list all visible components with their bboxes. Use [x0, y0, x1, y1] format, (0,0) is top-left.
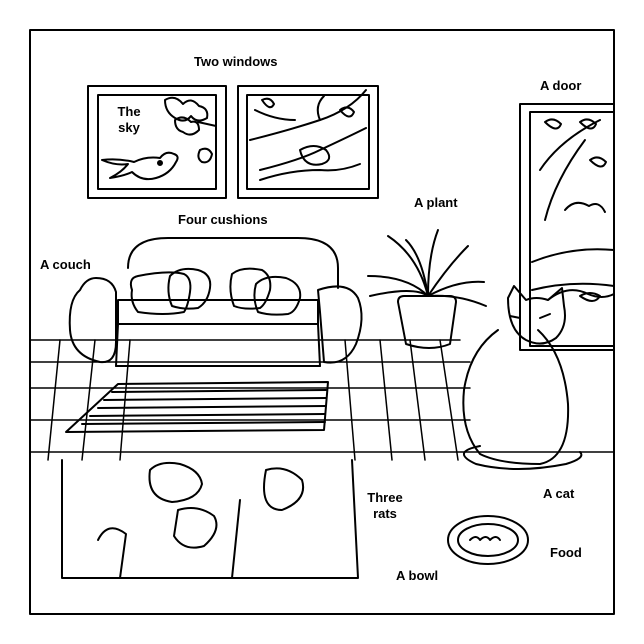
- checkered-floor: [29, 339, 615, 461]
- label-the-sky: The sky: [112, 104, 146, 136]
- plant: [367, 229, 487, 349]
- label-two-windows: Two windows: [194, 54, 278, 69]
- label-a-bowl: A bowl: [396, 568, 439, 583]
- label-three-rats: Three rats: [362, 490, 408, 522]
- cushions: [129, 267, 302, 316]
- rats-box: [61, 459, 359, 579]
- label-the-sky-line2: sky: [118, 120, 140, 135]
- door: [519, 103, 615, 351]
- label-a-cat: A cat: [543, 486, 575, 501]
- label-a-couch: A couch: [40, 257, 91, 272]
- couch: [68, 237, 363, 367]
- label-a-plant: A plant: [414, 195, 458, 210]
- label-four-cushions: Four cushions: [178, 212, 268, 227]
- label-a-door: A door: [540, 78, 582, 93]
- label-three-rats-line2: rats: [373, 506, 397, 521]
- label-the-sky-line1: The: [117, 104, 141, 119]
- label-three-rats-line1: Three: [367, 490, 403, 505]
- cat: [462, 285, 583, 470]
- window-right: [237, 85, 379, 199]
- bowl: [447, 515, 529, 565]
- window-left: [87, 85, 227, 199]
- label-food: Food: [550, 545, 582, 560]
- striped-rug: [65, 381, 329, 433]
